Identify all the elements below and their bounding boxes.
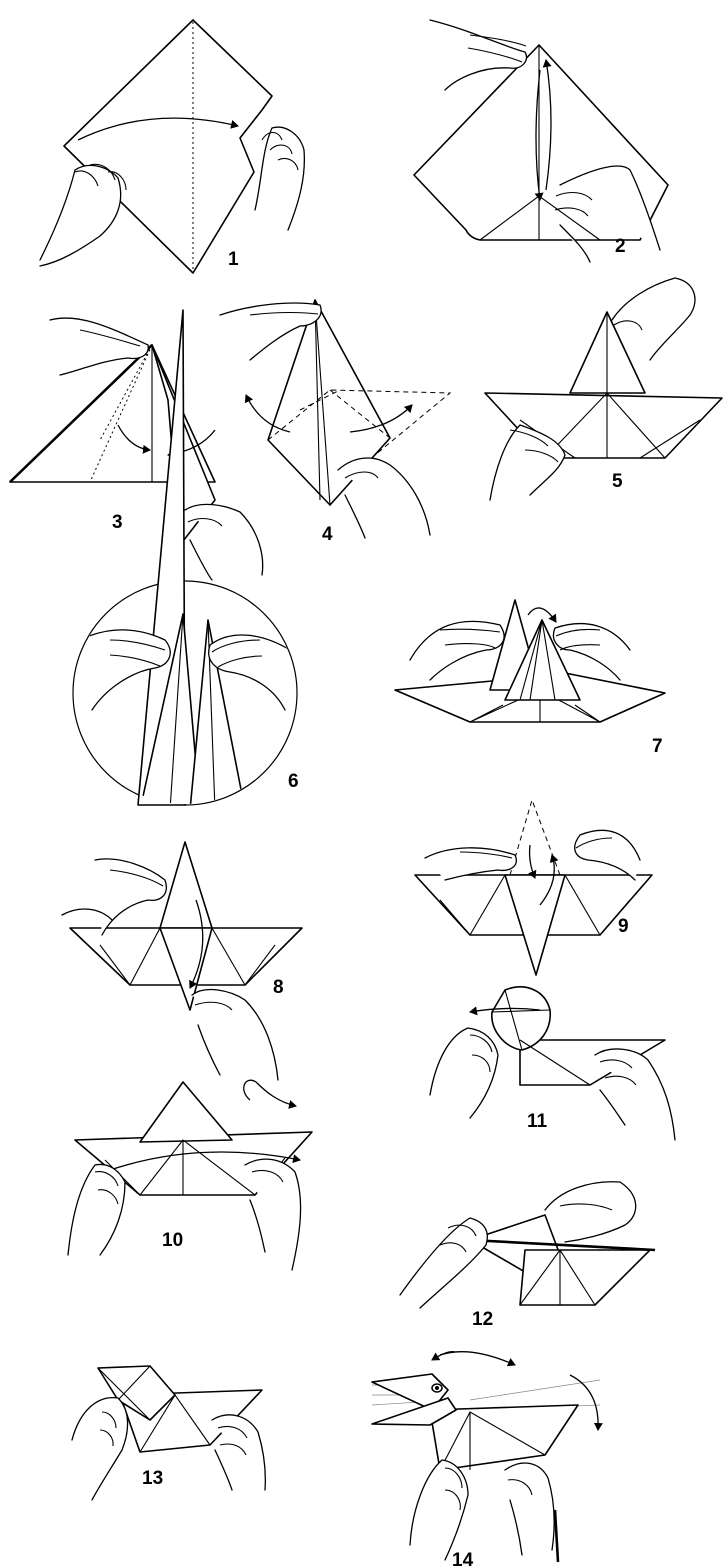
step-number-14: 14 [452, 1550, 474, 1568]
step-4-figure [220, 300, 450, 538]
step-12-figure [400, 1182, 655, 1308]
step-3-figure [10, 318, 263, 580]
right-hand [245, 1159, 301, 1270]
step-number-3: 3 [112, 512, 123, 533]
right-hand [545, 1182, 636, 1242]
step-11-figure [430, 987, 675, 1140]
step-9-figure [415, 800, 652, 975]
crow-eye-pupil [435, 1386, 439, 1390]
open-beak-arrow [440, 1352, 515, 1365]
flip-arrow [244, 1080, 296, 1106]
paper-point [160, 842, 212, 928]
step-1-figure [40, 20, 304, 273]
fold-down-arrow [530, 845, 535, 878]
left-hand [400, 1218, 487, 1308]
step-13-figure [72, 1366, 265, 1500]
right-hand [505, 1463, 554, 1555]
step-number-9: 9 [618, 916, 629, 937]
left-hand [410, 621, 504, 680]
step-number-13: 13 [142, 1468, 163, 1489]
bottom-hand [338, 458, 430, 538]
step-8-figure [62, 842, 302, 1080]
step-number-5: 5 [612, 471, 623, 492]
step-number-1: 1 [228, 249, 239, 270]
step-number-7: 7 [652, 736, 663, 757]
flap-arrow [570, 1375, 598, 1430]
right-hand [595, 1049, 675, 1140]
left-hand [40, 165, 121, 266]
left-hand [68, 1164, 125, 1255]
left-hand [410, 1460, 468, 1560]
step-7-figure [395, 600, 665, 722]
step-number-11: 11 [527, 1111, 548, 1132]
step-2-figure [414, 20, 668, 262]
left-hand [430, 1028, 498, 1118]
thick-stroke [555, 1510, 558, 1562]
step-number-2: 2 [615, 236, 626, 257]
step-number-6: 6 [288, 771, 299, 792]
step-number-4: 4 [322, 524, 333, 545]
left-hand [72, 1398, 128, 1500]
step-14-figure [372, 1352, 600, 1562]
paper-point [140, 1082, 232, 1142]
right-hand [212, 1415, 265, 1490]
right-hand [255, 127, 304, 230]
step-number-12: 12 [472, 1309, 493, 1330]
step-5-figure [485, 278, 722, 500]
dashed-point [510, 800, 560, 875]
step-number-8: 8 [273, 977, 284, 998]
bottom-hand [185, 504, 263, 580]
step-10-figure [68, 1080, 312, 1270]
step-number-10: 10 [162, 1230, 183, 1251]
crow-body [430, 1405, 578, 1470]
